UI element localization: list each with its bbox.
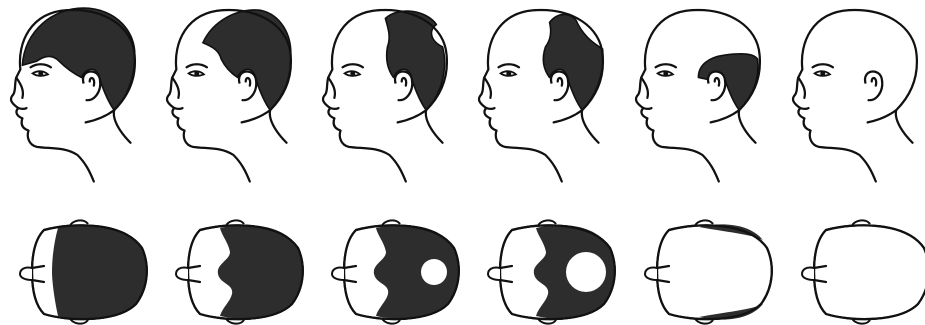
nose-bump-icon — [645, 267, 657, 280]
top-view-stage-2 — [176, 220, 303, 323]
scalp-outline — [657, 225, 772, 319]
top-view-stage-5 — [645, 220, 772, 323]
mouth — [800, 108, 808, 109]
nose-bump-icon — [802, 267, 814, 280]
side-profile-stage-4 — [479, 10, 603, 182]
pupil — [820, 71, 825, 76]
mouth — [174, 108, 182, 109]
pupil — [350, 71, 355, 76]
nose-bump-icon — [332, 267, 344, 280]
side-profile-stage-6 — [793, 10, 917, 182]
top-view-stage-1 — [20, 220, 147, 323]
nose-bump-icon — [20, 267, 32, 280]
pupil — [38, 71, 43, 76]
nose-bump-icon — [488, 267, 500, 280]
top-view-stage-3 — [332, 220, 459, 323]
nose-bump-icon — [176, 267, 188, 280]
top-view-stage-6 — [802, 220, 925, 323]
mouth — [486, 108, 494, 109]
scalp-outline — [814, 225, 925, 319]
bald-spot — [421, 259, 447, 285]
side-profile-stage-1 — [11, 8, 135, 181]
pupil — [506, 71, 511, 76]
pupil — [663, 71, 668, 76]
head-fill — [793, 10, 917, 155]
side-profile-stage-3 — [323, 10, 447, 182]
mouth — [18, 108, 26, 109]
pupil — [194, 71, 199, 76]
side-profile-stage-5 — [636, 10, 760, 182]
top-view-stage-4 — [488, 220, 615, 323]
mouth — [643, 108, 651, 109]
side-profile-stage-2 — [167, 10, 291, 182]
mouth — [330, 108, 338, 109]
bald-spot — [566, 252, 606, 292]
